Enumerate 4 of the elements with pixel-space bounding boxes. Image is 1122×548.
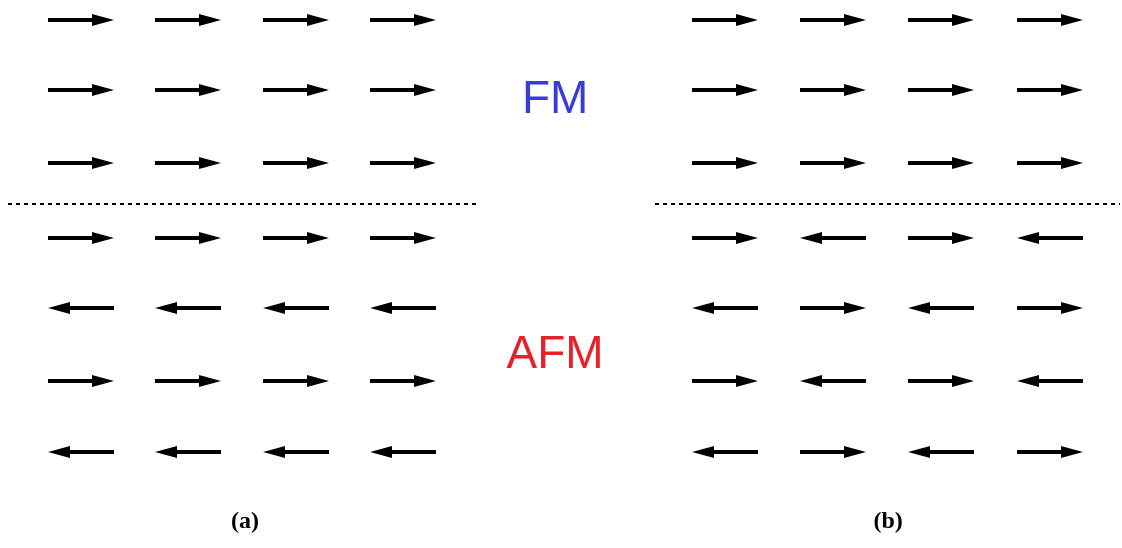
phase-label: FM [522,74,589,120]
panel-label: (b) [873,508,903,532]
phase-label: AFM [506,329,604,375]
panel-label: (a) [231,508,259,532]
